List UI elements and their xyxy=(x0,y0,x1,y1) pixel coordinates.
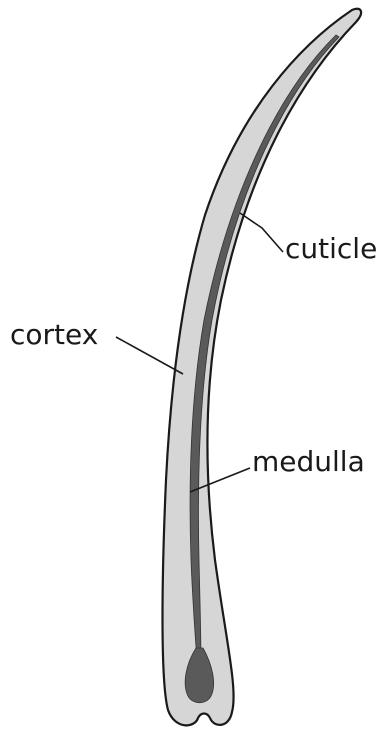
cortex-leader-line xyxy=(116,337,183,374)
cortex-label: cortex xyxy=(10,318,98,351)
cuticle-label: cuticle xyxy=(285,232,377,265)
hair-shaft-outline xyxy=(163,9,362,726)
medulla-label: medulla xyxy=(252,445,365,478)
cuticle-leader-line xyxy=(240,213,283,252)
